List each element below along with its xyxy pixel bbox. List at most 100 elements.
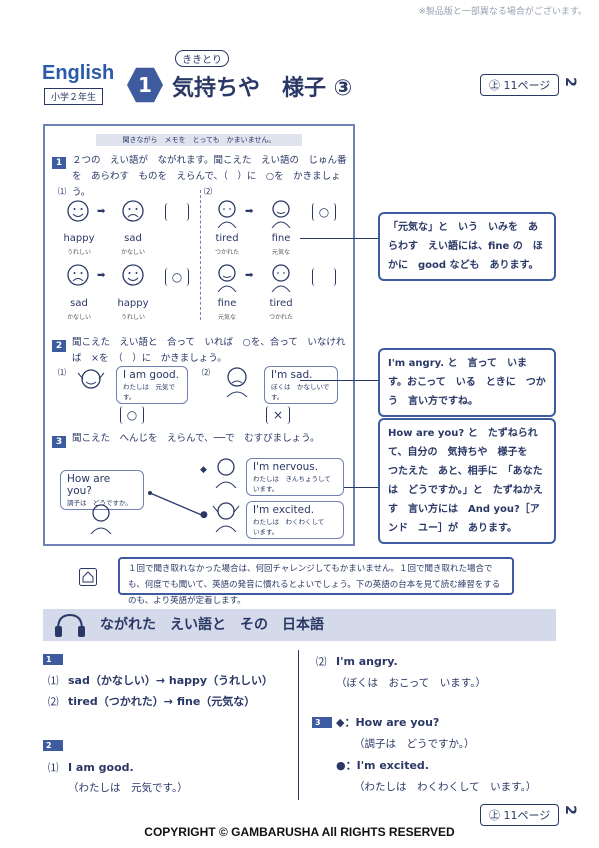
q1-group1-label: ⑴: [58, 187, 66, 196]
question-frame: [43, 124, 355, 546]
answer-bracket: ×: [266, 406, 290, 424]
answer-bracket: [165, 203, 189, 221]
word-meaning: 元気な: [271, 249, 290, 256]
answer-label: ⑵: [316, 656, 327, 668]
unit-number-badge: 1: [127, 67, 163, 103]
answer-3-answer-jp: （わたしは わくわくして います。）: [354, 781, 537, 793]
word-meaning: かなしい: [120, 249, 145, 256]
answer-option-bubble: I'm excited. わたしは わくわくして います。: [246, 501, 344, 539]
arrow-right-icon: ➡: [245, 206, 254, 217]
word-meaning: うれしい: [120, 314, 145, 321]
hint-box: １回で聞き取れなかった場合は、何回チャレンジしてもかまいません。１回で聞き取れた…: [118, 557, 514, 606]
callout-pointer: [300, 238, 378, 239]
home-icon: [79, 568, 97, 586]
bubble-translation: わたしは わくわくして います。: [253, 518, 331, 536]
word-label: happy: [117, 298, 149, 309]
headphones-icon: [55, 613, 85, 637]
page-reference: ㊤ 11ページ: [480, 74, 560, 96]
happy-face-icon: [122, 264, 144, 286]
word-label: fine: [271, 233, 291, 244]
child-happy-icon: [77, 369, 105, 389]
bubble-translation: わたしは きんちょうして います。: [253, 475, 338, 493]
q2-item2-label: ⑵: [202, 368, 210, 377]
bubble-text: I'm nervous.: [253, 461, 319, 473]
answer-connecting-line: [148, 491, 206, 518]
word-label: happy: [63, 233, 95, 244]
q1-group2-label: ⑵: [204, 187, 212, 196]
word-meaning: つかれた: [268, 314, 293, 321]
bubble-text: I am good.: [123, 369, 179, 381]
word-meaning: かなしい: [66, 314, 91, 321]
answer-bracket: ○: [120, 406, 144, 424]
page-title: 気持ちや 様子 ③: [172, 76, 353, 101]
answer-label: ⑴: [48, 762, 59, 774]
column-divider: [298, 650, 299, 800]
disclaimer-note: ※製品版と一部異なる場合がございます。: [418, 7, 587, 17]
script-section-title: ながれた えい語と その 日本語: [100, 617, 324, 633]
boy-sad-icon: [226, 367, 248, 397]
answer-2-badge: 2: [43, 740, 63, 751]
instruction-bar: 聞きながら メモを とっても かまいません。: [96, 134, 302, 146]
q3-text: 聞こえた へんじを えらんで、──で むすびましょう。: [72, 433, 320, 444]
arrow-right-icon: ➡: [245, 270, 254, 281]
bubble-text: I'm sad.: [271, 369, 313, 381]
q1-divider: [200, 190, 201, 320]
bubble-text: How are you?: [67, 473, 111, 497]
arrow-right-icon: ➡: [97, 206, 106, 217]
happy-face-icon: [67, 200, 89, 222]
footer-page-reference: ㊤ 11ページ: [480, 804, 560, 826]
callout-pointer: [300, 380, 378, 381]
q3-badge: 3: [52, 436, 66, 448]
callout-angry: I'm angry. と 言って います。おこって いる ときに つかう 言い方…: [378, 348, 556, 417]
answer-label: ⑴: [48, 675, 59, 687]
fine-person-icon: [217, 264, 237, 292]
word-label: tired: [215, 233, 239, 244]
bubble-translation: わたしは 元気です。: [123, 383, 175, 401]
arrow-right-icon: ➡: [97, 270, 106, 281]
copyright: COPYRIGHT © GAMBARUSHA All RIGHTS RESERV…: [144, 825, 455, 839]
answer-1-badge: 1: [43, 654, 63, 665]
answer-bracket: [312, 268, 336, 286]
bubble-translation: ぼくは かなしいです。: [271, 383, 330, 401]
nervous-girl-icon: [215, 458, 237, 488]
fine-person-icon: [271, 200, 291, 228]
q2-text: 聞こえた えい語と 合って いれば ○を、合って いなければ ×を （ ）に か…: [72, 337, 346, 364]
footer-page-number: 2: [561, 805, 578, 815]
callout-and-you: How are you? と たずねられて、自分の 気持ちや 様子を つたえた …: [378, 418, 556, 544]
answer-2-2-jp: （ぼくは おこって います。）: [336, 677, 486, 689]
q1-badge: 1: [52, 157, 66, 169]
q2-badge: 2: [52, 340, 66, 352]
callout-fine: 「元気な」と いう いみを あらわす えい語には、fine の ほかに good…: [378, 212, 556, 281]
answer-2-1-jp: （わたしは 元気です。）: [68, 782, 188, 794]
answer-3-badge: 3: [312, 717, 332, 728]
q1-text: ２つの えい語が ながれます。聞こえた えい語の じゅん番を あらわす ものを …: [72, 155, 347, 198]
grade-label: 小学２年生: [44, 88, 104, 105]
script-section-header: [43, 609, 556, 641]
answer-1-1: sad（かなしい）→ happy（うれしい）: [68, 674, 274, 687]
sad-face-icon: [67, 264, 89, 286]
speech-bubble: I'm sad. ぼくは かなしいです。: [264, 366, 338, 404]
subject-label: English: [42, 62, 115, 84]
answer-label: ⑵: [48, 696, 59, 708]
tired-person-icon: [217, 200, 237, 228]
word-meaning: うれしい: [66, 249, 91, 256]
answer-bracket: ○: [312, 203, 336, 221]
answer-3-question: ◆：How are you?: [336, 716, 440, 729]
bubble-text: I'm excited.: [253, 504, 315, 516]
page-number: 2: [561, 77, 578, 87]
word-label: fine: [217, 298, 237, 309]
word-meaning: 元気な: [217, 314, 236, 321]
sad-face-icon: [122, 200, 144, 222]
diamond-marker-icon: ◆: [200, 465, 207, 475]
word-meaning: つかれた: [214, 249, 239, 256]
word-label: sad: [70, 298, 88, 309]
answer-1-2: tired（つかれた）→ fine（元気な）: [68, 695, 256, 708]
callout-pointer: [344, 487, 378, 488]
bubble-translation: 調子は どうですか。: [67, 499, 132, 507]
word-label: tired: [269, 298, 293, 309]
tired-person-icon: [271, 264, 291, 292]
question-bubble: How are you? 調子は どうですか。: [60, 470, 144, 510]
q2-item1-label: ⑴: [58, 368, 66, 377]
answer-bracket: ○: [165, 268, 189, 286]
excited-girl-icon: [212, 502, 240, 532]
